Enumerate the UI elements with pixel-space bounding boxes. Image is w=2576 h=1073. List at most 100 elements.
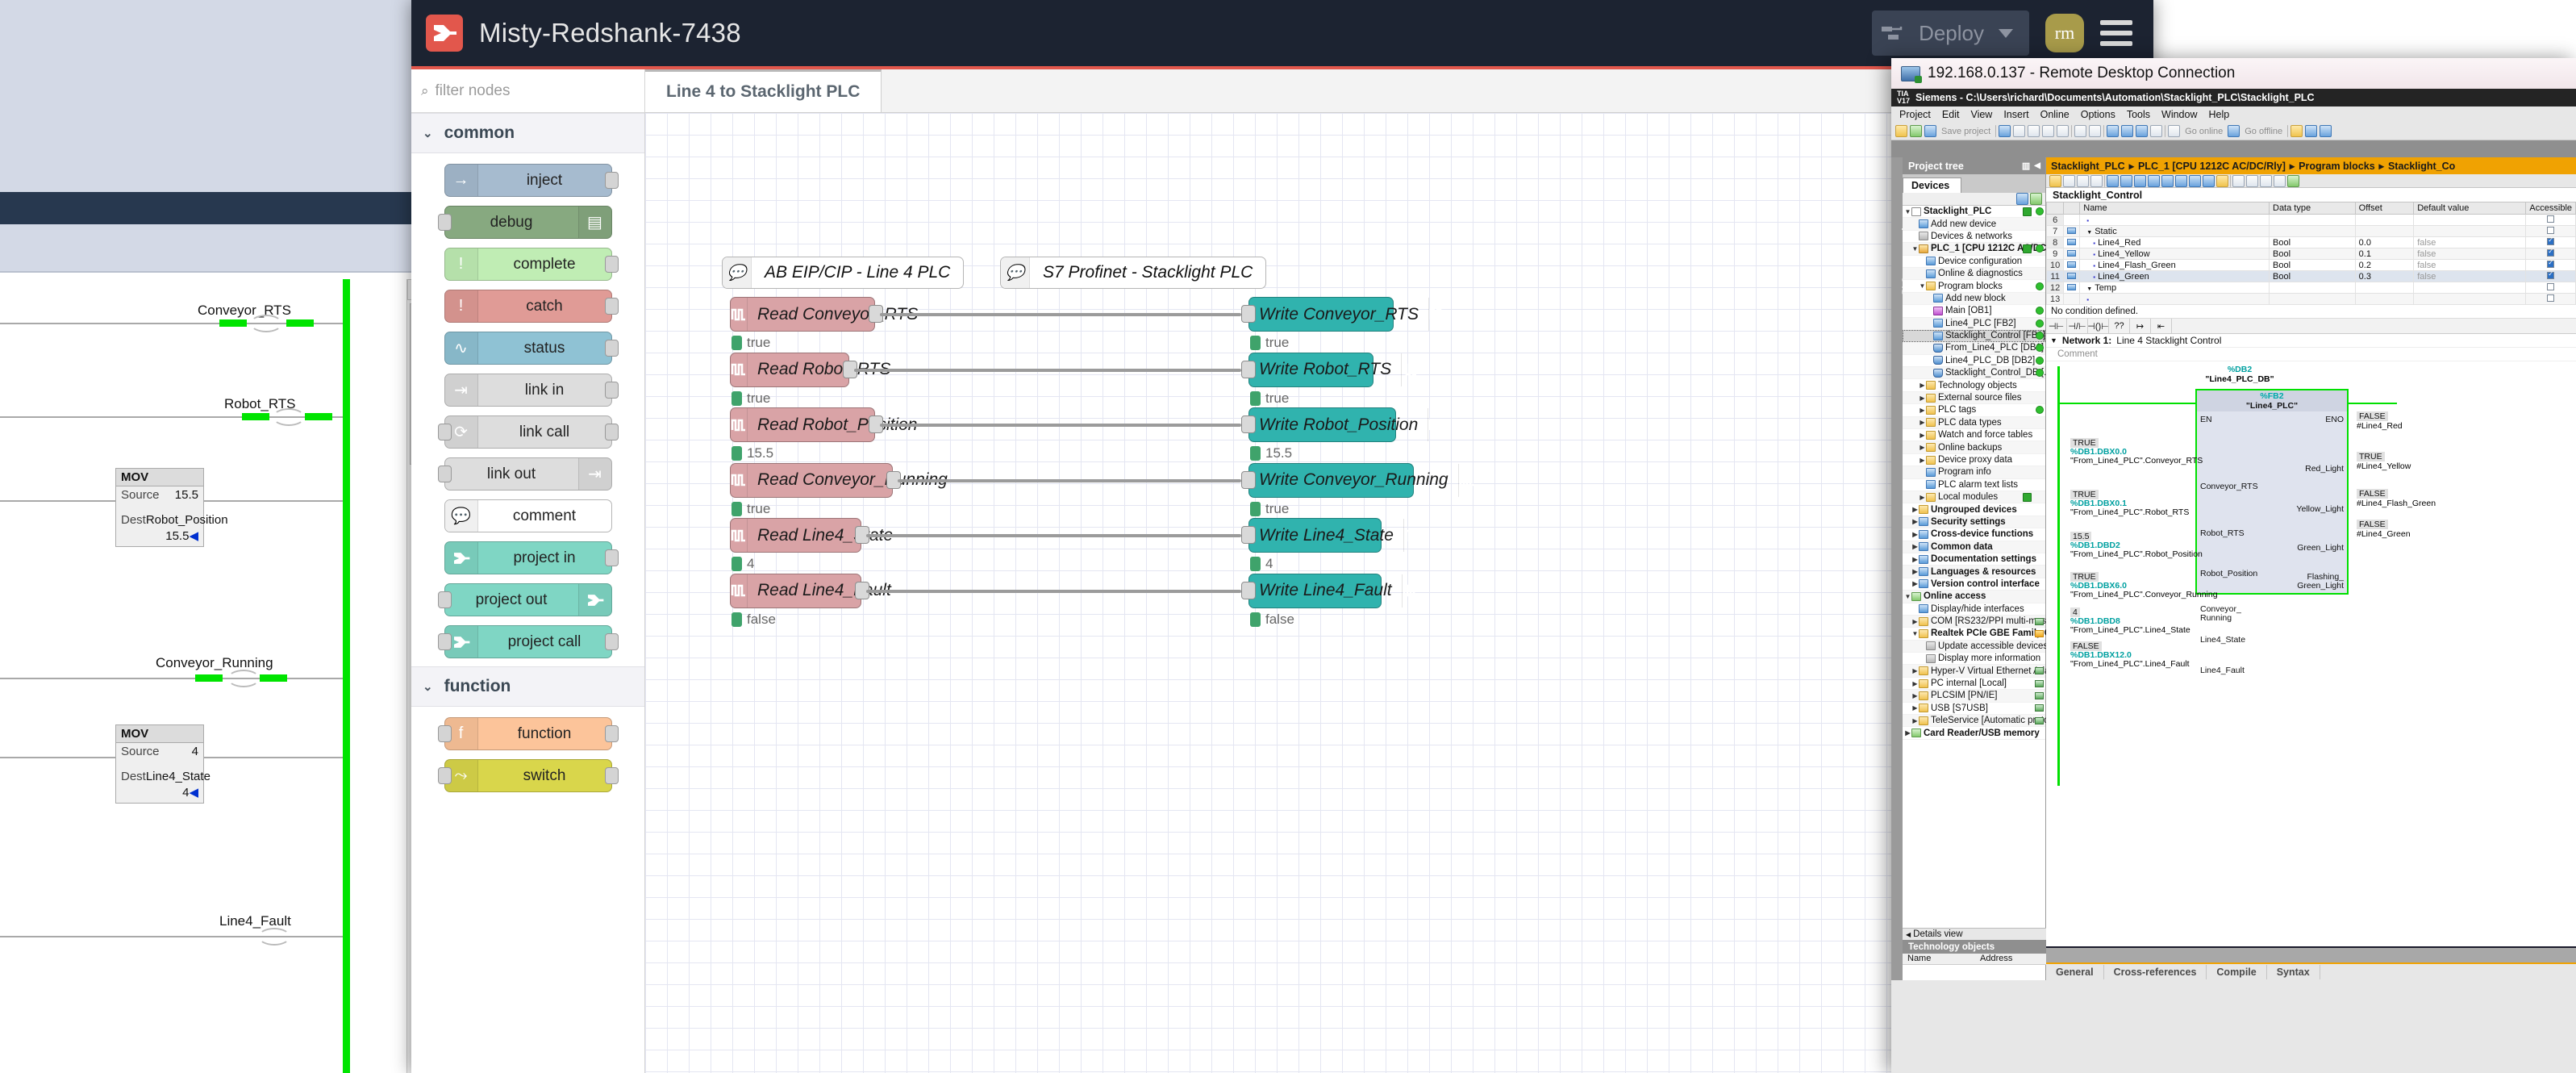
- param-name[interactable]: ▪Line4_Yellow: [2080, 248, 2270, 260]
- bottom-tab-compile[interactable]: Compile: [2207, 965, 2266, 979]
- layout-icon[interactable]: [2305, 125, 2317, 137]
- go-online-label[interactable]: Go online: [2182, 127, 2225, 136]
- breadcrumb-item[interactable]: Program blocks: [2299, 161, 2374, 172]
- hamburger-menu-icon[interactable]: [2100, 20, 2132, 46]
- save-icon[interactable]: [1924, 125, 1936, 137]
- menu-online[interactable]: Online: [2040, 109, 2070, 120]
- tree-expander-icon[interactable]: ▶: [1919, 407, 1926, 414]
- bottom-tab-cross-references[interactable]: Cross-references: [2104, 965, 2207, 979]
- breadcrumb-item[interactable]: Stacklight_PLC: [2051, 161, 2125, 172]
- node-input-port[interactable]: [438, 424, 452, 440]
- tree-expander-icon[interactable]: ▶: [1919, 382, 1926, 389]
- undo-icon[interactable]: [2074, 125, 2086, 137]
- flow-tabbar[interactable]: Line 4 to Stacklight PLC ▶ + ⌄: [645, 69, 1992, 113]
- palette-node-complete[interactable]: !complete: [444, 248, 612, 281]
- upload-icon[interactable]: [2121, 125, 2133, 137]
- interface-row[interactable]: 9▪Line4_YellowBool0.1false: [2047, 248, 2576, 260]
- flow-node-Write-Robot_RTS[interactable]: Write Robot_RTS: [1248, 353, 1373, 387]
- copy-icon[interactable]: [2077, 175, 2089, 187]
- interface-table[interactable]: NameData typeOffsetDefault valueAccessib…: [2046, 202, 2576, 305]
- node-input-port[interactable]: [438, 725, 452, 742]
- tree-expander-icon[interactable]: ▶: [1911, 531, 1919, 538]
- tree-item-line4-plc-db-db2-[interactable]: Line4_PLC_DB [DB2]: [1903, 355, 2045, 367]
- tree-expander-icon[interactable]: ▶: [1911, 717, 1919, 724]
- goto-icon[interactable]: [2274, 175, 2286, 187]
- breadcrumb-item[interactable]: Stacklight_Co: [2388, 161, 2455, 172]
- interface-row[interactable]: 10▪Line4_Flash_GreenBool0.2false: [2047, 260, 2576, 271]
- param-name[interactable]: ▼Temp: [2080, 282, 2270, 294]
- ladder-tool-icon[interactable]: ⊣⊢: [2046, 319, 2067, 334]
- search-icon[interactable]: [2290, 125, 2303, 137]
- param-accessible[interactable]: [2526, 248, 2576, 260]
- interface-row[interactable]: 11▪Line4_GreenBool0.3false: [2047, 271, 2576, 282]
- tree-item-devices-networks[interactable]: Devices & networks: [1903, 231, 2045, 243]
- ladder-mov-block[interactable]: MOV Source4 DestLine4_State 4◀: [115, 724, 204, 804]
- chevron-right-icon[interactable]: ◀: [1906, 931, 1913, 938]
- menu-help[interactable]: Help: [2208, 109, 2229, 120]
- redo-icon[interactable]: [2089, 125, 2101, 137]
- tree-item-update-accessible-devices[interactable]: Update accessible devices: [1903, 641, 2045, 653]
- rslogix-splitter[interactable]: [0, 271, 427, 273]
- interface-table-body[interactable]: 6▪7▼Static8▪Line4_RedBool0.0false9▪Line4…: [2047, 215, 2576, 305]
- tree-expander-icon[interactable]: ▶: [1911, 568, 1919, 575]
- node-input-port[interactable]: [1241, 415, 1256, 433]
- param-accessible[interactable]: [2526, 271, 2576, 282]
- flow-comment-node[interactable]: 💬AB EIP/CIP - Line 4 PLC: [722, 257, 964, 289]
- param-default[interactable]: false: [2414, 260, 2526, 271]
- collapse-icon[interactable]: [2203, 175, 2215, 187]
- tree-expander-icon[interactable]: ▶: [1919, 432, 1926, 439]
- flow-canvas[interactable]: 💬AB EIP/CIP - Line 4 PLC💬S7 Profinet - S…: [645, 113, 1992, 1073]
- paste-icon[interactable]: [2042, 125, 2054, 137]
- fb-output-operand[interactable]: FALSE#Line4_Green: [2357, 520, 2411, 539]
- tree-expander-icon[interactable]: ▼: [1904, 593, 1911, 600]
- palette-node-function[interactable]: ffunction: [444, 717, 612, 750]
- ladder-element-toolbar[interactable]: ⊣⊢⊣/⊢⊣()⊢??↦⇤: [2046, 319, 2576, 334]
- node-input-port[interactable]: [438, 633, 452, 650]
- breadcrumb[interactable]: Stacklight_PLC▸PLC_1 [CPU 1212C AC/DC/Rl…: [2046, 157, 2576, 174]
- node-input-port[interactable]: [1241, 361, 1256, 378]
- cut-icon[interactable]: [2013, 125, 2025, 137]
- tree-item-plc-1-cpu-1212c-ac-dc-rly-[interactable]: ▼PLC_1 [CPU 1212C AC/DC/Rly]: [1903, 243, 2045, 255]
- flow-wire[interactable]: [854, 369, 1241, 372]
- tree-item-languages-resources[interactable]: ▶Languages & resources: [1903, 566, 2045, 578]
- expand-icon[interactable]: [2189, 175, 2201, 187]
- palette-node-link-call[interactable]: ⟳link call: [444, 415, 612, 449]
- tree-item-cross-device-functions[interactable]: ▶Cross-device functions: [1903, 528, 2045, 541]
- interface-row[interactable]: 8▪Line4_RedBool0.0false: [2047, 237, 2576, 248]
- plc-programming-sidetab[interactable]: PLC programming: [1891, 157, 1903, 980]
- go-offline-icon[interactable]: [2228, 125, 2240, 137]
- fb-output-operand[interactable]: TRUE#Line4_Yellow: [2357, 452, 2411, 471]
- tree-item-version-control-interface[interactable]: ▶Version control interface: [1903, 578, 2045, 591]
- network-comment[interactable]: Comment: [2046, 348, 2576, 361]
- menu-view[interactable]: View: [1970, 109, 1992, 120]
- flow-node-Read-Line4_Fault[interactable]: Read Line4_Fault: [730, 574, 861, 608]
- node-input-port[interactable]: [438, 466, 452, 482]
- node-input-port[interactable]: [1241, 305, 1256, 323]
- tree-item-plc-tags[interactable]: ▶PLC tags: [1903, 404, 2045, 416]
- tree-item-realtek-pcie-gbe-family-con-[interactable]: ▼Realtek PCIe GBE Family Con...: [1903, 628, 2045, 640]
- interface-row[interactable]: 7▼Static: [2047, 226, 2576, 237]
- param-datatype[interactable]: Bool: [2270, 271, 2356, 282]
- print-icon[interactable]: [1999, 125, 2011, 137]
- download-icon[interactable]: [2107, 125, 2119, 137]
- tree-expander-icon[interactable]: ▼: [1911, 245, 1919, 253]
- remote-desktop-window[interactable]: 192.168.0.137 - Remote Desktop Connectio…: [1891, 58, 2576, 1073]
- palette-node-status[interactable]: ∿status: [444, 332, 612, 365]
- menu-options[interactable]: Options: [2081, 109, 2115, 120]
- tree-item-plcsim-pn-ie-[interactable]: ▶PLCSIM [PN/IE]: [1903, 690, 2045, 702]
- insert-row-icon[interactable]: [2120, 175, 2132, 187]
- ladder-coil[interactable]: [273, 408, 305, 426]
- tia-menubar[interactable]: ProjectEditViewInsertOnlineOptionsToolsW…: [1891, 106, 2576, 123]
- param-default[interactable]: [2414, 226, 2526, 237]
- deploy-button[interactable]: Deploy: [1872, 10, 2029, 56]
- node-input-port[interactable]: [438, 214, 452, 231]
- tab-line4-to-stacklight-plc[interactable]: Line 4 to Stacklight PLC: [645, 69, 882, 112]
- param-name[interactable]: ▪: [2080, 294, 2270, 305]
- tree-expander-icon[interactable]: ▶: [1919, 419, 1926, 426]
- param-accessible[interactable]: [2526, 260, 2576, 271]
- tree-expander-icon[interactable]: ▶: [1911, 518, 1919, 525]
- ladder-mov-block[interactable]: MOV Source15.5 DestRobot_Position 15.5◀: [115, 468, 204, 547]
- compile-icon[interactable]: [2136, 125, 2148, 137]
- col-default-value[interactable]: Default value: [2414, 202, 2526, 215]
- param-accessible[interactable]: [2526, 215, 2576, 226]
